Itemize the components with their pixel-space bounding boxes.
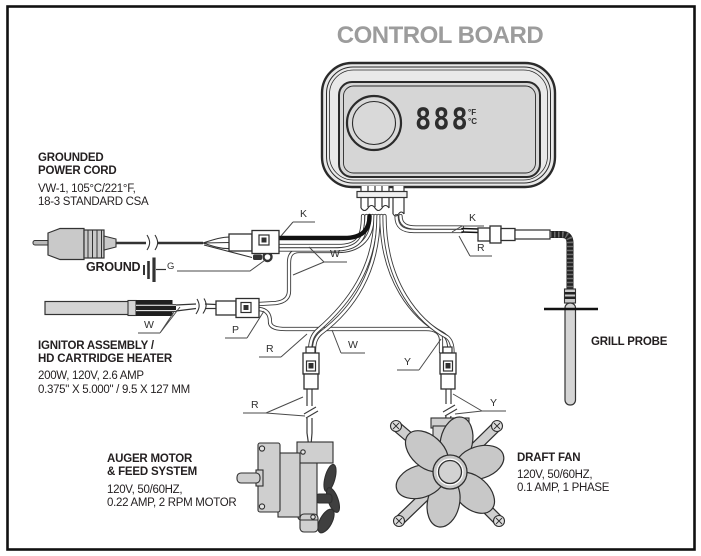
ignitor-connector-graphic: [215, 297, 260, 319]
power-connector-graphic: [228, 229, 280, 255]
power-cord-heading-2: POWER CORD: [38, 165, 117, 177]
probe-connector-graphic: [477, 225, 551, 244]
auger-spec-2: 0.22 AMP, 2 RPM MOTOR: [107, 497, 237, 509]
diagram-title: CONTROL BOARD: [336, 22, 544, 49]
power-plug-graphic: [32, 227, 117, 261]
unit-c: °C: [468, 117, 477, 126]
display-units: °F°C: [468, 108, 477, 126]
fan-spec-2: 0.1 AMP, 1 PHASE: [517, 482, 610, 494]
grill-probe-graphic: [544, 288, 598, 406]
ground-symbol: [143, 257, 166, 282]
ground-label: GROUND: [86, 260, 141, 274]
knob-dial: [345, 94, 403, 152]
wire-tag-w-left: W: [330, 248, 340, 260]
cable-glands: [356, 186, 408, 217]
control-board-graphic: [320, 61, 557, 189]
wire-tag-r-mid: R: [266, 343, 274, 355]
ignitor-heater-graphic: [44, 299, 176, 317]
power-cord-heading-1: GROUNDED: [38, 152, 104, 164]
auger-heading-1: AUGER MOTOR: [107, 453, 193, 465]
wire-tag-y-low: Y: [490, 397, 498, 409]
auger-connector-graphic: [302, 346, 320, 390]
probe-cable-graphic: [550, 231, 574, 290]
ring-terminal-icon: [253, 251, 273, 263]
leader-lines: [138, 221, 506, 417]
fan-connector-graphic: [439, 346, 457, 390]
page-border: [6, 5, 696, 551]
harness-wires: [256, 213, 480, 355]
ignitor-spec-1: 200W, 120V, 2.6 AMP: [38, 370, 144, 382]
ignitor-spec-2: 0.375" X 5.000" / 9.5 X 127 MM: [38, 384, 190, 396]
wire-tag-k-left: K: [300, 208, 308, 220]
fan-spec-1: 120V, 50/60HZ,: [517, 469, 593, 481]
power-cord-spec-2: 18-3 STANDARD CSA: [38, 196, 149, 208]
draft-fan-graphic: [389, 416, 506, 528]
auger-motor-graphic: [236, 441, 341, 534]
wire-tag-w-ignitor: W: [144, 319, 154, 331]
probe-heading: GRILL PROBE: [591, 336, 668, 348]
ground-leader-line: [177, 260, 265, 272]
wire-tag-k-right: K: [469, 212, 477, 224]
wire-tag-p: P: [232, 324, 240, 336]
power-cord-spec-1: VW-1, 105°C/221°F,: [38, 183, 136, 195]
ignitor-leads: [175, 298, 217, 315]
power-cord-wire: [116, 234, 253, 259]
wire-tag-w-mid: W: [348, 339, 358, 351]
wire-tag-r-low: R: [251, 399, 259, 411]
ignitor-heading-1: IGNITOR ASSEMBLY /: [38, 340, 154, 352]
auger-spec-1: 120V, 50/60HZ,: [107, 484, 183, 496]
temperature-display: 888: [415, 102, 470, 137]
fan-heading: DRAFT FAN: [517, 452, 581, 464]
auger-heading-2: & FEED SYSTEM: [107, 466, 198, 478]
wire-tag-r-right: R: [477, 242, 485, 254]
wire-tag-y-mid: Y: [404, 356, 412, 368]
unit-f: °F: [468, 108, 477, 117]
ignitor-heading-2: HD CARTRIDGE HEATER: [38, 353, 172, 365]
wire-tag-g: G: [167, 261, 175, 272]
